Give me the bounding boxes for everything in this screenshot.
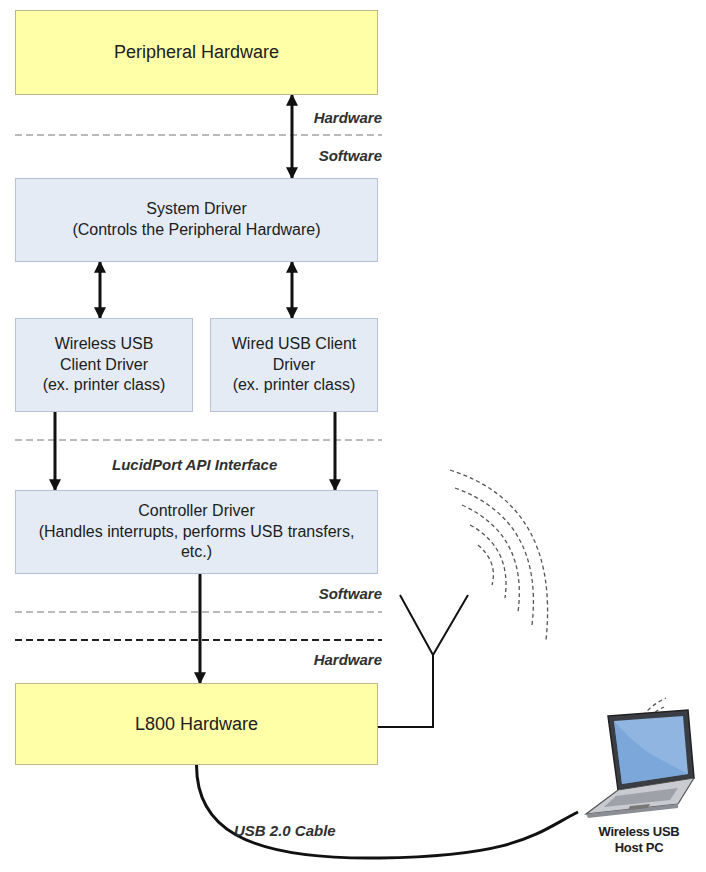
- node-note: (ex. printer class): [43, 375, 166, 396]
- wave: [455, 488, 533, 625]
- usb-cable: [197, 765, 579, 858]
- separator-lines: [15, 135, 382, 640]
- node-title: Peripheral Hardware: [114, 42, 279, 63]
- node-title: Wireless USB Host PC: [591, 824, 687, 855]
- wave: [470, 525, 506, 598]
- node-title: Controller Driver: [138, 501, 254, 522]
- node-title: Wired USB Client Driver: [229, 334, 359, 376]
- driver-box: Controller Driver(Handles interrupts, pe…: [15, 490, 378, 574]
- node-title: Wireless USB Client Driver: [39, 334, 169, 376]
- arrow-connector: [199, 574, 202, 683]
- arrow-connector: [54, 412, 57, 490]
- radio-waves: [450, 470, 666, 742]
- arrow-connector: [99, 262, 102, 318]
- interface-label: LucidPort API Interface: [112, 456, 277, 473]
- arrow-connector: [291, 262, 294, 318]
- node-note: (Controls the Peripheral Hardware): [72, 220, 320, 241]
- layer-label: Software: [319, 585, 382, 602]
- dashed-line: [15, 135, 382, 136]
- wave: [462, 505, 519, 612]
- hardware-box: Peripheral Hardware: [15, 10, 378, 95]
- client-driver-box: Wired USB Client Driver(ex. printer clas…: [210, 318, 378, 412]
- host-pc: Wireless USB Host PC: [578, 708, 700, 858]
- antenna-symbol: [378, 595, 468, 727]
- hardware-box: L800 Hardware: [15, 683, 378, 765]
- wave: [478, 545, 493, 585]
- wave: [450, 470, 548, 640]
- laptop-illustration: [578, 708, 700, 820]
- node-title: L800 Hardware: [135, 714, 258, 735]
- node-note: (Handles interrupts, performs USB transf…: [24, 522, 369, 564]
- node-title: System Driver: [146, 199, 246, 220]
- layer-label: Software: [319, 147, 382, 164]
- arrow-connector: [291, 95, 294, 178]
- arrow-connector: [334, 412, 337, 490]
- edge-label: USB 2.0 Cable: [232, 822, 338, 839]
- layer-label: Hardware: [314, 651, 382, 668]
- antenna: [378, 595, 468, 727]
- layer-label: Hardware: [314, 109, 382, 126]
- dashed-line: [15, 440, 382, 441]
- node-note: (ex. printer class): [233, 375, 356, 396]
- client-driver-box: Wireless USB Client Driver(ex. printer c…: [15, 318, 193, 412]
- driver-box: System Driver(Controls the Peripheral Ha…: [15, 178, 378, 262]
